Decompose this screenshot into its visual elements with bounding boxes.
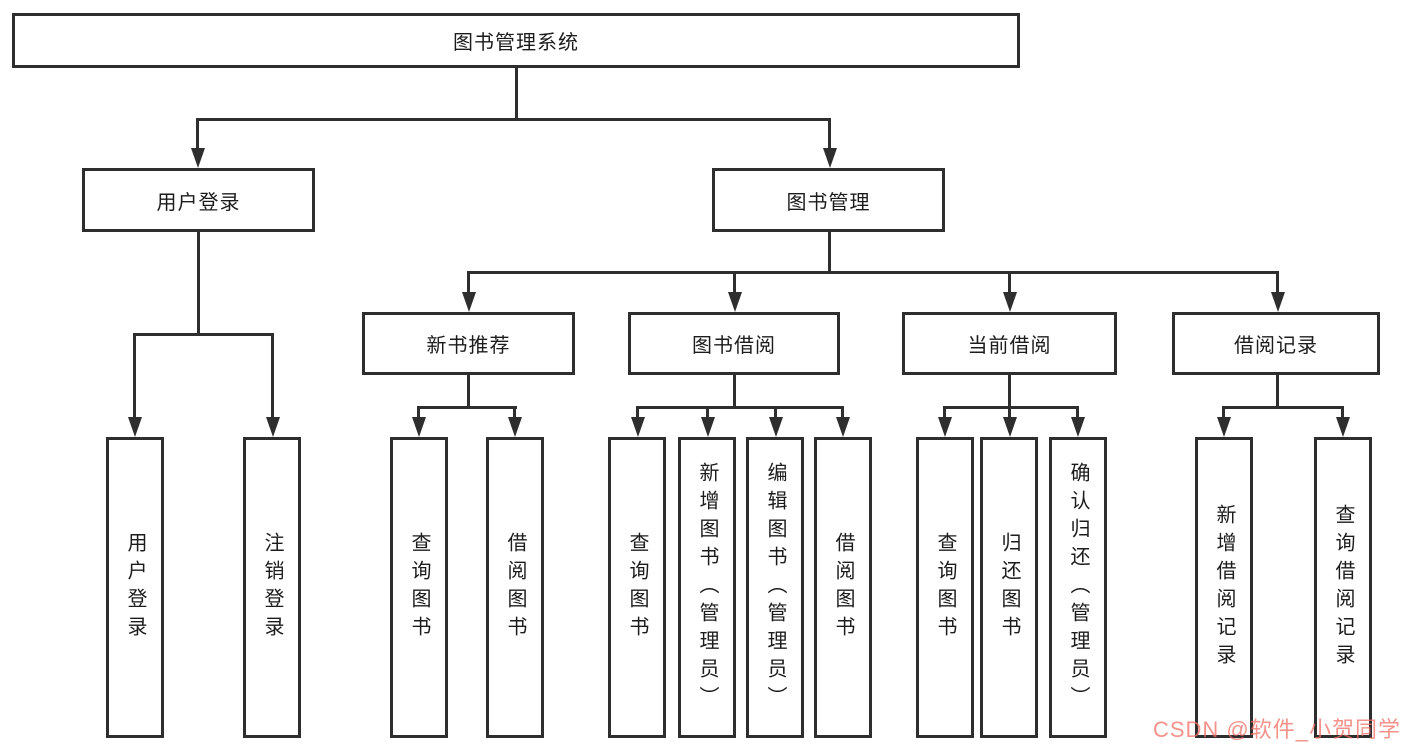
leaf-query-books-borrowing: 查询图书	[608, 437, 666, 738]
arrow-down-icon	[1271, 292, 1285, 312]
connector-stem	[271, 333, 274, 419]
node-borrowing-records: 借阅记录	[1172, 312, 1380, 375]
connector-stem	[706, 406, 709, 419]
connector-stem	[841, 406, 844, 419]
node-book-borrowing: 图书借阅	[628, 312, 840, 375]
arrow-down-icon	[1217, 417, 1231, 437]
arrow-down-icon	[266, 417, 280, 437]
arrow-down-icon	[1336, 417, 1350, 437]
leaf-query-books-recommend-label: 查询图书	[408, 531, 430, 644]
node-user-login-label: 用户登录	[156, 191, 241, 214]
connector-rail	[636, 406, 844, 409]
connector-stem	[733, 271, 736, 294]
leaf-query-books-current-label: 查询图书	[934, 531, 956, 644]
connector-bookmgmt-stub	[828, 232, 831, 274]
connector-stem	[774, 406, 777, 419]
arrow-down-icon	[728, 292, 742, 312]
arrow-down-icon	[631, 417, 645, 437]
connector-rail	[943, 406, 1079, 409]
arrow-down-icon	[1003, 292, 1017, 312]
leaf-logout: 注销登录	[243, 437, 301, 738]
arrow-down-icon	[938, 417, 952, 437]
leaf-edit-books-admin: 编辑图书（管理员）	[746, 437, 804, 738]
leaf-add-borrow-record: 新增借阅记录	[1195, 437, 1253, 738]
node-user-login: 用户登录	[82, 168, 315, 232]
leaf-query-borrow-record: 查询借阅记录	[1314, 437, 1372, 738]
arrow-down-icon	[836, 417, 850, 437]
connector-stem	[1076, 406, 1079, 419]
connector-stem	[1276, 271, 1279, 294]
node-current-borrowing: 当前借阅	[902, 312, 1117, 375]
leaf-return-books: 归还图书	[980, 437, 1038, 738]
node-new-book-recommendation: 新书推荐	[362, 312, 575, 375]
connector-stub	[1276, 375, 1279, 409]
connector-stem	[196, 118, 199, 151]
leaf-borrow-books-recommend-label: 借阅图书	[504, 531, 526, 644]
leaf-add-books-admin: 新增图书（管理员）	[678, 437, 736, 738]
connector-stem	[1222, 406, 1225, 419]
leaf-query-books-recommend: 查询图书	[390, 437, 448, 738]
connector-stem	[467, 271, 470, 294]
connector-rail	[417, 406, 517, 409]
leaf-user-login: 用户登录	[106, 437, 164, 738]
connector-stem	[513, 406, 516, 419]
node-current-borrowing-label: 当前借阅	[967, 335, 1052, 357]
arrow-down-icon	[769, 417, 783, 437]
arrow-down-icon	[701, 417, 715, 437]
leaf-return-books-label: 归还图书	[998, 531, 1020, 644]
node-book-borrowing-label: 图书借阅	[692, 335, 776, 357]
connector-stub	[733, 375, 736, 409]
leaf-borrow-books-recommend: 借阅图书	[486, 437, 544, 738]
node-book-management-label: 图书管理	[786, 191, 871, 214]
node-borrowing-records-label: 借阅记录	[1234, 335, 1318, 357]
leaf-borrow-books: 借阅图书	[814, 437, 872, 738]
connector-stem	[417, 406, 420, 419]
leaf-query-books-borrowing-label: 查询图书	[626, 531, 648, 644]
arrow-down-icon	[191, 148, 205, 168]
node-library-system: 图书管理系统	[12, 13, 1020, 68]
leaf-query-borrow-record-label: 查询借阅记录	[1332, 503, 1354, 672]
arrow-down-icon	[1071, 417, 1085, 437]
connector-stem	[1008, 271, 1011, 294]
connector-rail	[1222, 406, 1344, 409]
leaf-confirm-return-admin-label: 确认归还（管理员）	[1067, 461, 1089, 714]
arrow-down-icon	[508, 417, 522, 437]
connector-stem	[636, 406, 639, 419]
leaf-user-login-label: 用户登录	[124, 531, 146, 644]
leaf-logout-label: 注销登录	[261, 531, 283, 644]
leaf-add-borrow-record-label: 新增借阅记录	[1213, 503, 1235, 672]
connector-rail-level2	[196, 118, 831, 121]
leaf-edit-books-admin-label: 编辑图书（管理员）	[764, 461, 786, 714]
connector-rail-userlogin	[133, 333, 273, 336]
csdn-watermark: CSDN @软件_小贺同学	[1152, 717, 1401, 742]
arrow-down-icon	[412, 417, 426, 437]
connector-stem	[1341, 406, 1344, 419]
connector-stem	[943, 406, 946, 419]
leaf-confirm-return-admin: 确认归还（管理员）	[1049, 437, 1107, 738]
connector-root-stub	[515, 68, 518, 121]
connector-stem	[133, 333, 136, 419]
connector-stub	[1008, 375, 1011, 409]
connector-stub	[467, 375, 470, 409]
arrow-down-icon	[462, 292, 476, 312]
leaf-add-books-admin-label: 新增图书（管理员）	[696, 461, 718, 714]
node-book-management: 图书管理	[712, 168, 945, 232]
node-new-book-recommendation-label: 新书推荐	[426, 335, 511, 357]
connector-stem	[1008, 406, 1011, 419]
leaf-borrow-books-label: 借阅图书	[832, 531, 854, 644]
connector-userlogin-stub	[197, 232, 200, 336]
arrow-down-icon	[823, 148, 837, 168]
connector-rail-level3	[467, 271, 1279, 274]
connector-stem	[828, 118, 831, 151]
arrow-down-icon	[128, 417, 142, 437]
node-library-system-label: 图书管理系统	[453, 32, 579, 54]
leaf-query-books-current: 查询图书	[916, 437, 974, 738]
arrow-down-icon	[1003, 417, 1017, 437]
